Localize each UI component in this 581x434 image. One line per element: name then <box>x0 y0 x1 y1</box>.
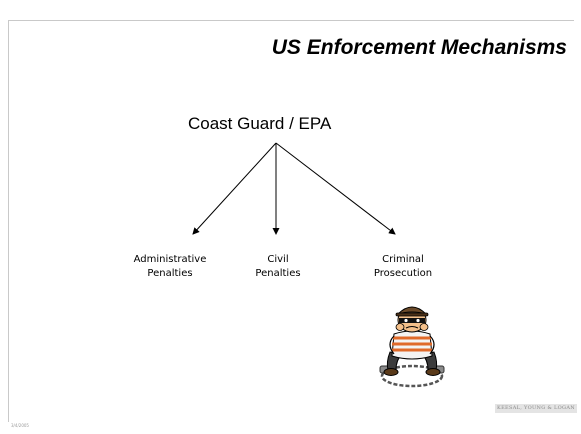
child-label-line1: Civil <box>267 254 289 265</box>
connector-to-criminal <box>275 142 396 235</box>
child-node-criminal-prosecution: Criminal Prosecution <box>362 253 444 281</box>
child-label-line1: Criminal <box>382 254 424 265</box>
child-label-line2: Penalties <box>255 268 301 279</box>
child-label-line2: Prosecution <box>373 268 433 279</box>
child-label-line1: Administrative <box>133 254 207 265</box>
child-node-civil-penalties: Civil Penalties <box>244 253 312 281</box>
child-node-administrative-penalties: Administrative Penalties <box>122 253 218 281</box>
connector-to-administrative <box>192 142 277 235</box>
frame-top-rule <box>8 20 574 21</box>
footer-logo: KEESAL, YOUNG & LOGAN <box>495 404 577 413</box>
frame-left-rule <box>8 20 9 422</box>
child-label-line2: Penalties <box>147 268 193 279</box>
prisoner-clipart-icon <box>379 306 445 388</box>
footer-date: 3/4/2005 <box>11 423 29 428</box>
slide-title: US Enforcement Mechanisms <box>271 36 567 59</box>
root-node-label: Coast Guard / EPA <box>188 114 332 133</box>
